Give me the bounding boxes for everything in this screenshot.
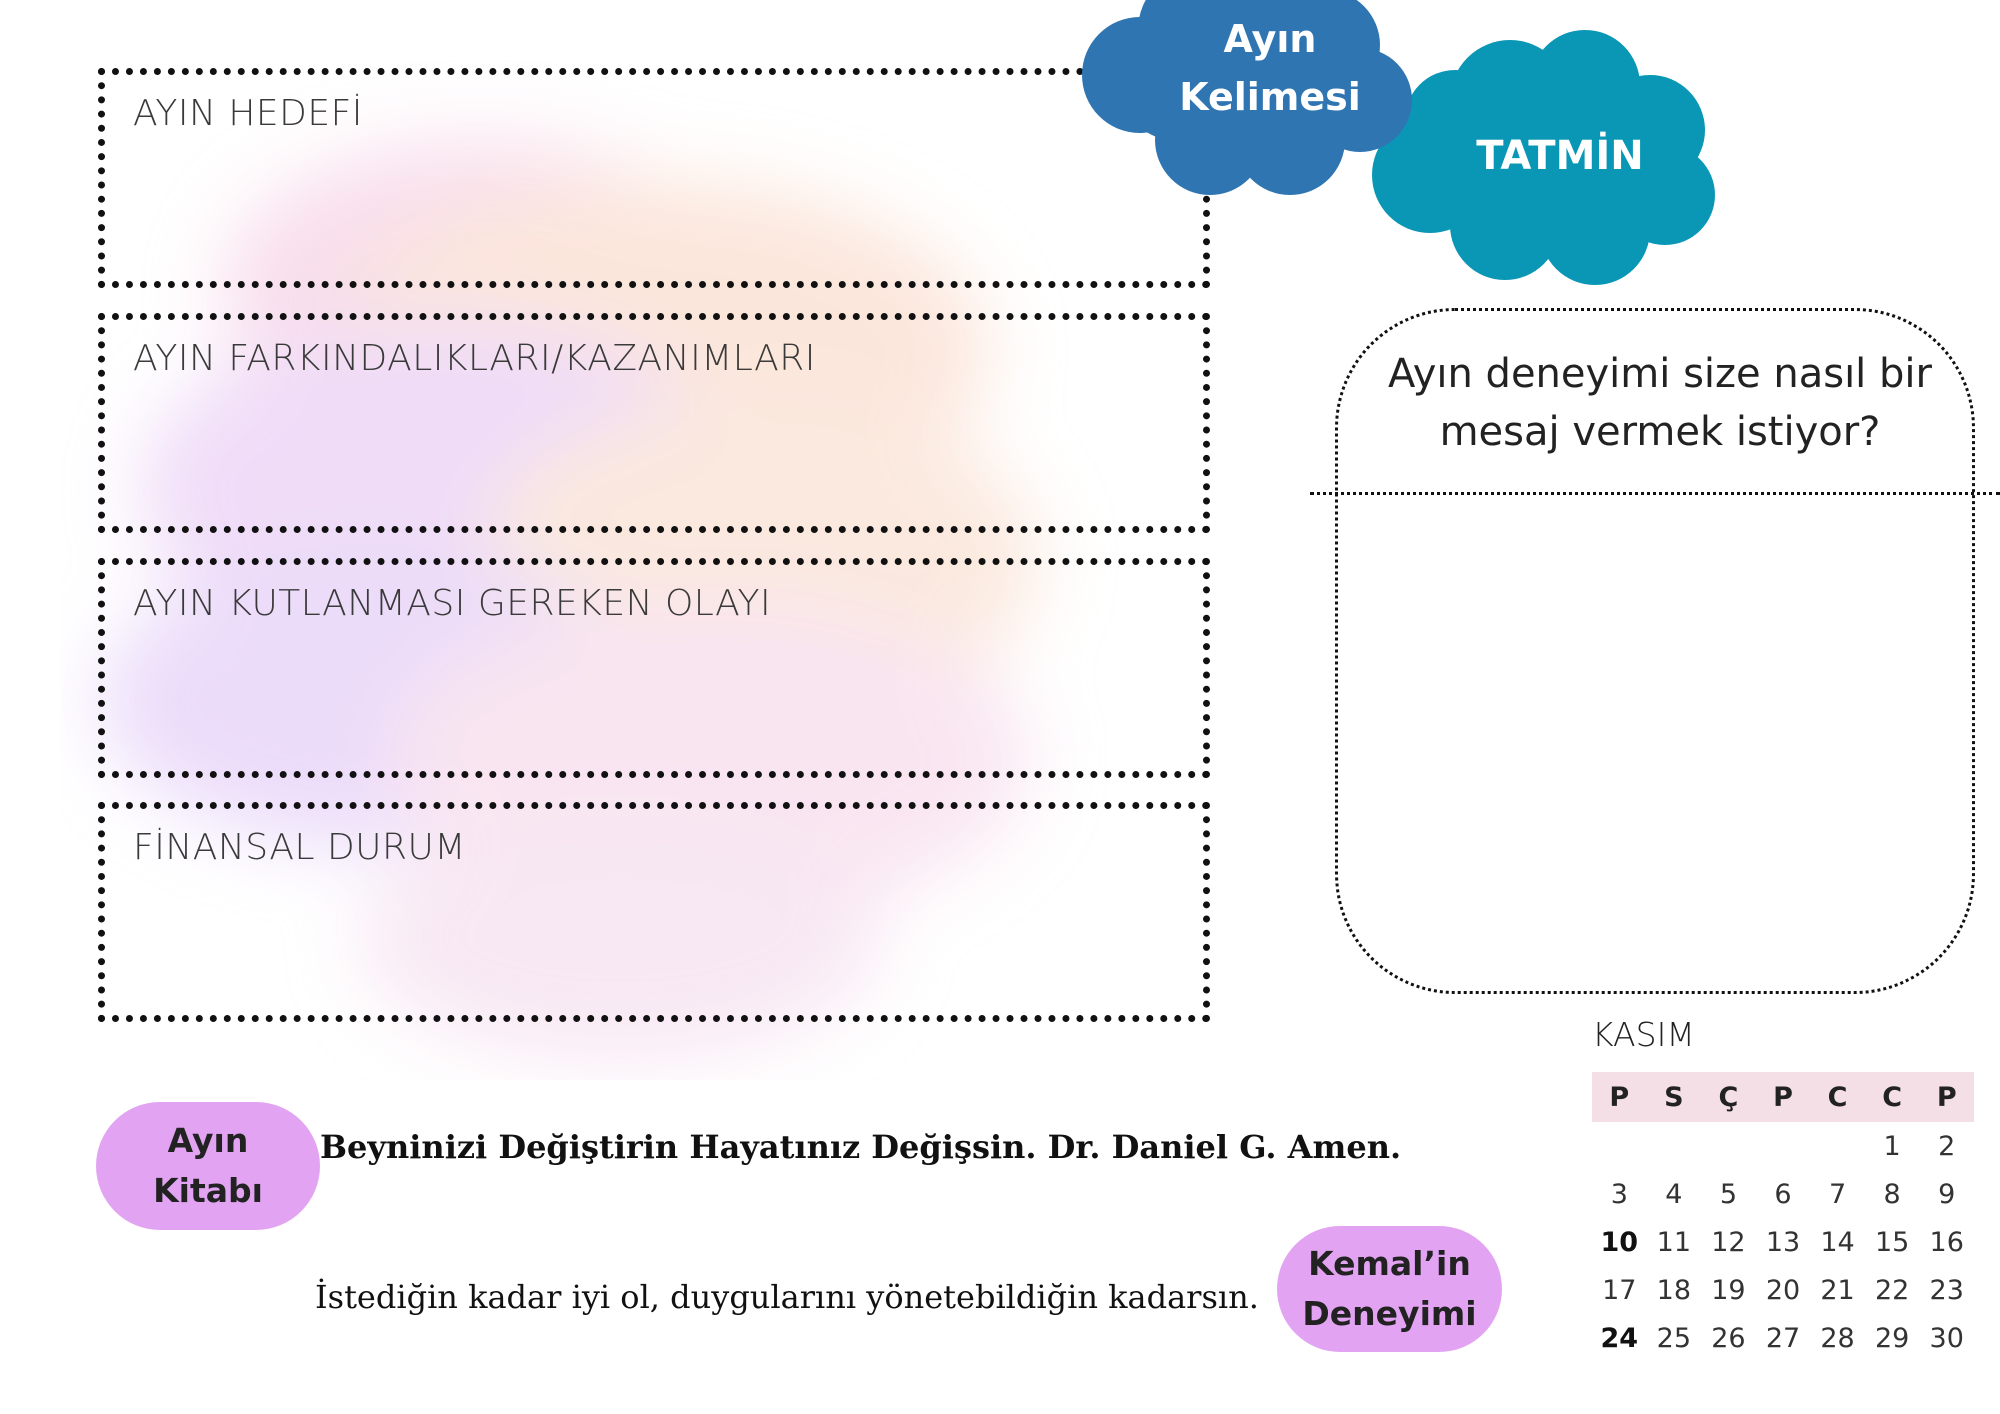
calendar-day[interactable]: 14 xyxy=(1820,1226,1855,1258)
word-label: Ayın Kelimesi xyxy=(1070,10,1470,126)
calendar-day[interactable]: 3 xyxy=(1610,1178,1628,1210)
calendar-day[interactable]: 30 xyxy=(1929,1322,1964,1354)
calendar-weekday: C xyxy=(1827,1081,1848,1113)
word-label-line1: Ayın xyxy=(1223,17,1317,61)
calendar-day[interactable]: 17 xyxy=(1602,1274,1637,1306)
calendar-day[interactable]: 6 xyxy=(1774,1178,1792,1210)
experience-pill: Kemal’in Deneyimi xyxy=(1277,1226,1502,1352)
calendar-weekday: P xyxy=(1936,1081,1957,1113)
calendar-day[interactable]: 16 xyxy=(1929,1226,1964,1258)
calendar-empty-cell xyxy=(1647,1122,1702,1170)
word-label-cloud-shape xyxy=(1082,0,1412,195)
finance-label: FİNANSAL DURUM xyxy=(133,827,466,868)
calendar-month: KASIM xyxy=(1592,1015,1695,1054)
experience-question-line2: mesaj vermek istiyor? xyxy=(1439,409,1881,455)
calendar-day[interactable]: 10 xyxy=(1600,1226,1639,1258)
calendar-weekday: S xyxy=(1664,1081,1684,1113)
calendar-weekday: P xyxy=(1773,1081,1793,1113)
word-of-month: TATMİN xyxy=(1476,133,1644,179)
calendar-day[interactable]: 8 xyxy=(1883,1178,1901,1210)
word-label-line2: Kelimesi xyxy=(1179,75,1361,119)
finance-box[interactable]: FİNANSAL DURUM xyxy=(98,802,1210,1022)
calendar-day[interactable]: 21 xyxy=(1820,1274,1855,1306)
experience-question-line1: Ayın deneyimi size nasıl bir xyxy=(1388,351,1932,397)
calendar-header-bar xyxy=(1592,1072,1974,1122)
experience-question: Ayın deneyimi size nasıl bir mesaj verme… xyxy=(1345,345,1975,461)
experience-panel-divider xyxy=(1310,492,2000,495)
calendar-day[interactable]: 25 xyxy=(1656,1322,1692,1354)
calendar-day[interactable]: 15 xyxy=(1874,1226,1910,1258)
calendar-day[interactable]: 27 xyxy=(1765,1322,1801,1354)
book-pill: Ayın Kitabı xyxy=(96,1102,320,1230)
calendar-weekday: Ç xyxy=(1718,1081,1739,1113)
calendar-day[interactable]: 24 xyxy=(1600,1322,1639,1354)
book-label-line2: Kitabı xyxy=(153,1171,263,1210)
calendar-day[interactable]: 22 xyxy=(1874,1274,1910,1306)
calendar-day[interactable]: 11 xyxy=(1656,1226,1692,1258)
word-cloud: TATMİN xyxy=(1360,25,1760,290)
celebration-label: AYIN KUTLANMASI GEREKEN OLAYI xyxy=(133,583,772,624)
awareness-label: AYIN FARKINDALIKLARI/KAZANIMLARI xyxy=(133,338,816,379)
calendar-weekday: C xyxy=(1882,1081,1903,1113)
experience-label-line2: Deneyimi xyxy=(1302,1294,1477,1333)
goal-box[interactable]: AYIN HEDEFİ xyxy=(98,68,1210,288)
word-cloud-shape xyxy=(1372,30,1715,285)
word-label-cloud: Ayın Kelimesi xyxy=(1070,0,1470,200)
calendar-day[interactable]: 9 xyxy=(1938,1178,1956,1210)
calendar-day[interactable]: 20 xyxy=(1765,1274,1801,1306)
calendar-empty-cell xyxy=(1701,1122,1756,1170)
calendar-weekday: P xyxy=(1609,1081,1630,1113)
book-label-line1: Ayın xyxy=(167,1121,249,1160)
calendar-day[interactable]: 1 xyxy=(1883,1130,1901,1162)
calendar-day[interactable]: 26 xyxy=(1711,1322,1746,1354)
experience-label-line1: Kemal’in xyxy=(1308,1244,1471,1283)
calendar-day[interactable]: 2 xyxy=(1938,1130,1956,1162)
calendar-day[interactable]: 13 xyxy=(1765,1226,1801,1258)
calendar-day[interactable]: 7 xyxy=(1828,1178,1847,1210)
calendar-empty-cell xyxy=(1756,1122,1811,1170)
calendar-day[interactable]: 12 xyxy=(1711,1226,1746,1258)
calendar-day[interactable]: 23 xyxy=(1929,1274,1964,1306)
calendar-empty-cell xyxy=(1810,1122,1865,1170)
calendar-day[interactable]: 28 xyxy=(1820,1322,1855,1354)
experience-quote: İstediğin kadar iyi ol, duygularını yöne… xyxy=(315,1278,1259,1316)
book-title: Beyninizi Değiştirin Hayatınız Değişsin.… xyxy=(320,1128,1402,1166)
calendar-empty-cell xyxy=(1592,1122,1647,1170)
calendar-day[interactable]: 29 xyxy=(1874,1322,1910,1354)
celebration-box[interactable]: AYIN KUTLANMASI GEREKEN OLAYI xyxy=(98,558,1210,778)
calendar-day[interactable]: 18 xyxy=(1656,1274,1692,1306)
goal-label: AYIN HEDEFİ xyxy=(133,93,363,134)
awareness-box[interactable]: AYIN FARKINDALIKLARI/KAZANIMLARI xyxy=(98,313,1210,533)
calendar-day[interactable]: 5 xyxy=(1719,1178,1738,1210)
calendar-day[interactable]: 19 xyxy=(1711,1274,1746,1306)
calendar-day[interactable]: 4 xyxy=(1665,1178,1683,1210)
experience-message-panel[interactable] xyxy=(1335,308,1975,994)
